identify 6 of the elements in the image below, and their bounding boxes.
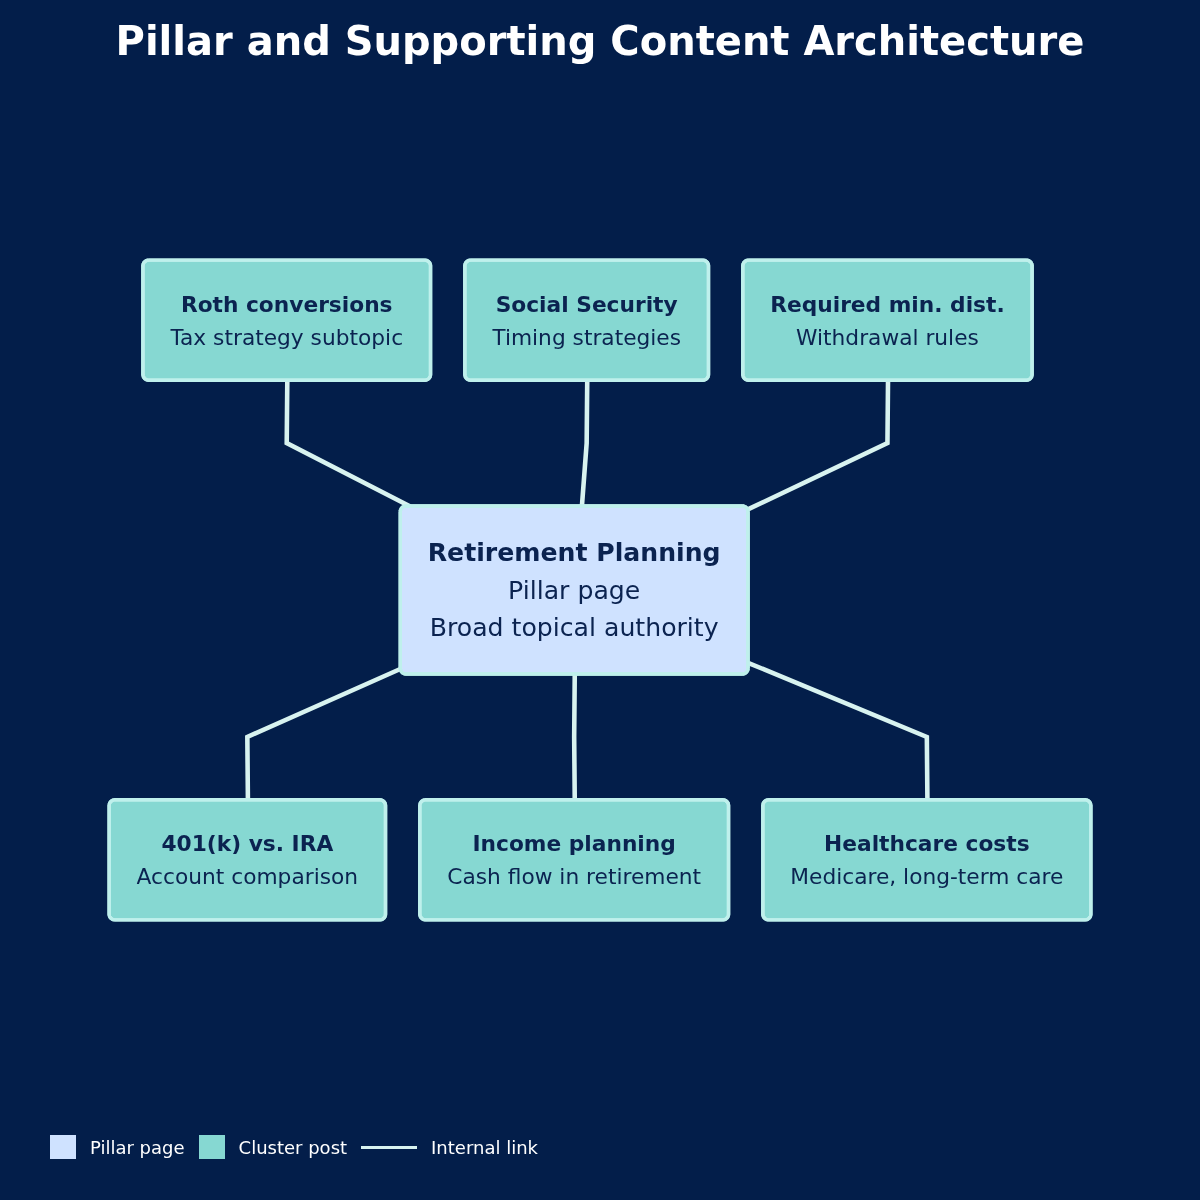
hub-diagram: Roth conversions Tax strategy subtopic Social Security Timing strategies Required min. dist. Withdrawal rules Retirement Planning Pillar page Broad topical authority 401(k) vs. IRA Account comparison Income planning Cash flow in retirement Healthcare costs Medicare, long-term care: [100, 251, 1100, 929]
legend-label: Internal link: [431, 1136, 538, 1158]
legend-label: Cluster post: [238, 1136, 348, 1158]
connector: [746, 380, 891, 512]
legend-label: Pillar page: [90, 1136, 185, 1158]
diagram-title: Pillar and Supporting Content Architecture: [115, 18, 1085, 64]
